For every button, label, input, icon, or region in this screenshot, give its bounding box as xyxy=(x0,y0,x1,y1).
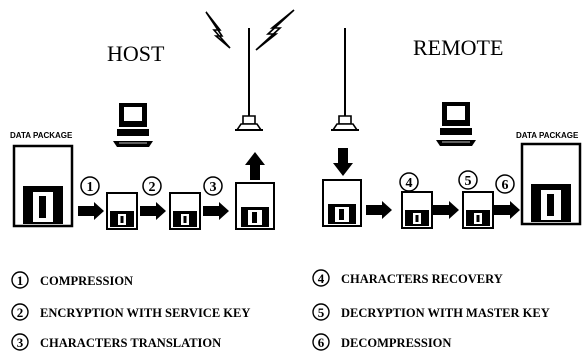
remote-antenna-icon xyxy=(331,28,359,130)
svg-text:DECRYPTION WITH MASTER KEY: DECRYPTION WITH MASTER KEY xyxy=(341,306,550,320)
host-antenna-icon xyxy=(235,28,263,130)
lightning-bolt-icon xyxy=(256,10,294,50)
svg-text:4: 4 xyxy=(406,176,413,191)
svg-text:2: 2 xyxy=(17,305,24,320)
step-marker-4: 4 xyxy=(400,173,418,191)
host-computer-icon xyxy=(113,103,153,147)
svg-text:ENCRYPTION WITH SERVICE KEY: ENCRYPTION WITH SERVICE KEY xyxy=(40,306,250,320)
legend-item-3: 3 CHARACTERS TRANSLATION xyxy=(12,334,221,350)
arrow-icon xyxy=(494,201,520,219)
svg-text:5: 5 xyxy=(318,305,325,320)
step-marker-3: 3 xyxy=(204,177,222,195)
arrow-up-icon xyxy=(245,152,265,180)
remote-data-package-icon xyxy=(522,144,580,224)
step-marker-5: 5 xyxy=(459,171,477,189)
remote-computer-icon xyxy=(436,102,476,146)
host-package-label: DATA PACKAGE xyxy=(10,131,73,140)
svg-text:2: 2 xyxy=(149,180,156,195)
remote-package-label: DATA PACKAGE xyxy=(516,131,579,140)
arrow-icon xyxy=(78,202,104,220)
svg-text:3: 3 xyxy=(210,180,217,195)
step-marker-1: 1 xyxy=(81,177,99,195)
arrow-down-icon xyxy=(333,148,353,176)
step-marker-6: 6 xyxy=(496,175,514,193)
svg-text:5: 5 xyxy=(465,174,472,189)
svg-text:1: 1 xyxy=(87,180,94,195)
svg-text:CHARACTERS RECOVERY: CHARACTERS RECOVERY xyxy=(341,272,503,286)
svg-text:4: 4 xyxy=(318,271,325,286)
floppy-disk-icon xyxy=(170,193,200,229)
host-title: HOST xyxy=(107,41,165,66)
arrow-icon xyxy=(140,202,166,220)
svg-text:3: 3 xyxy=(17,335,24,350)
svg-text:CHARACTERS TRANSLATION: CHARACTERS TRANSLATION xyxy=(40,336,221,350)
floppy-disk-icon xyxy=(236,183,274,229)
lightning-bolt-icon xyxy=(206,12,230,48)
floppy-disk-icon xyxy=(402,192,432,228)
arrow-icon xyxy=(366,201,392,219)
legend-item-4: 4 CHARACTERS RECOVERY xyxy=(313,270,503,286)
svg-text:DECOMPRESSION: DECOMPRESSION xyxy=(341,336,451,350)
svg-text:6: 6 xyxy=(502,178,509,193)
legend-item-6: 6 DECOMPRESSION xyxy=(313,334,451,350)
arrow-icon xyxy=(433,201,459,219)
step-marker-2: 2 xyxy=(143,177,161,195)
floppy-disk-icon xyxy=(463,192,493,228)
legend-item-5: 5 DECRYPTION WITH MASTER KEY xyxy=(313,304,550,320)
floppy-disk-icon xyxy=(323,180,361,226)
legend-item-1: 1 COMPRESSION xyxy=(12,272,133,288)
floppy-disk-icon xyxy=(107,193,137,229)
svg-text:COMPRESSION: COMPRESSION xyxy=(40,274,133,288)
arrow-icon xyxy=(203,202,229,220)
remote-title: REMOTE xyxy=(413,35,503,60)
legend-item-2: 2 ENCRYPTION WITH SERVICE KEY xyxy=(12,304,250,320)
host-data-package-icon xyxy=(14,146,72,226)
svg-text:6: 6 xyxy=(318,335,325,350)
svg-text:1: 1 xyxy=(17,273,24,288)
